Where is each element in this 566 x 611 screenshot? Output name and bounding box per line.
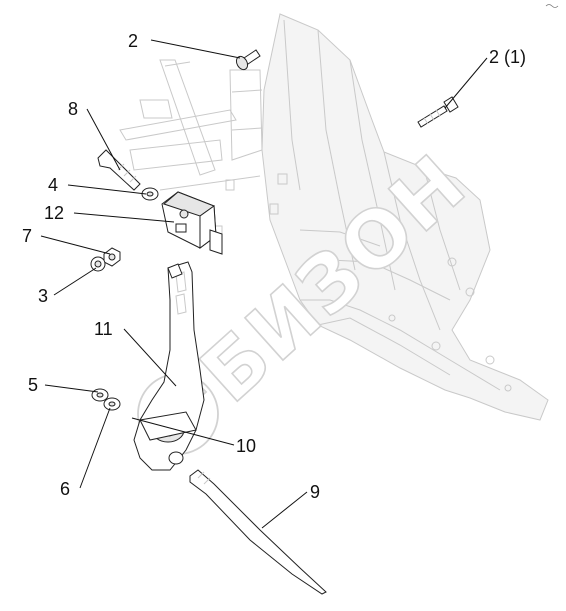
leader-4 — [67, 184, 147, 195]
part-bolt-2-1 — [417, 96, 459, 128]
part-washer-5 — [91, 388, 109, 402]
callout-2-1: 2 (1) — [489, 47, 526, 67]
tilde-icon — [545, 4, 559, 8]
leader-8 — [86, 108, 121, 171]
leader-11 — [123, 328, 177, 387]
leader-5 — [44, 384, 99, 393]
callout-4: 4 — [48, 175, 58, 195]
callout-3: 3 — [38, 286, 48, 306]
part-ring-6 — [103, 397, 121, 411]
background-frame-ghost — [119, 13, 549, 421]
callout-5: 5 — [28, 375, 38, 395]
leader-6 — [79, 407, 111, 489]
part-bolt-2 — [235, 49, 261, 71]
callout-10: 10 — [236, 436, 256, 456]
leader-2 — [150, 39, 241, 59]
part-bracket-12 — [161, 191, 223, 255]
leader-3 — [53, 267, 97, 296]
part-arm-11 — [133, 261, 205, 471]
callout-2: 2 — [128, 31, 138, 51]
leader-10 — [131, 417, 235, 446]
callout-12: 12 — [44, 203, 64, 223]
part-tine-9 — [189, 469, 327, 595]
leader-lines — [40, 39, 488, 529]
part-sleeve-3 — [90, 256, 106, 272]
leader-2-1 — [444, 57, 488, 109]
callout-labels: 2 2 (1) 8 4 12 7 3 11 5 10 6 9 — [22, 31, 526, 502]
leader-7 — [40, 235, 111, 255]
part-nut-7 — [103, 247, 121, 267]
leader-9 — [261, 491, 308, 529]
callout-6: 6 — [60, 479, 70, 499]
leader-12 — [73, 212, 175, 223]
part-washer-4 — [141, 187, 159, 201]
callout-9: 9 — [310, 482, 320, 502]
callout-7: 7 — [22, 226, 32, 246]
callout-8: 8 — [68, 99, 78, 119]
callout-11: 11 — [94, 319, 113, 339]
